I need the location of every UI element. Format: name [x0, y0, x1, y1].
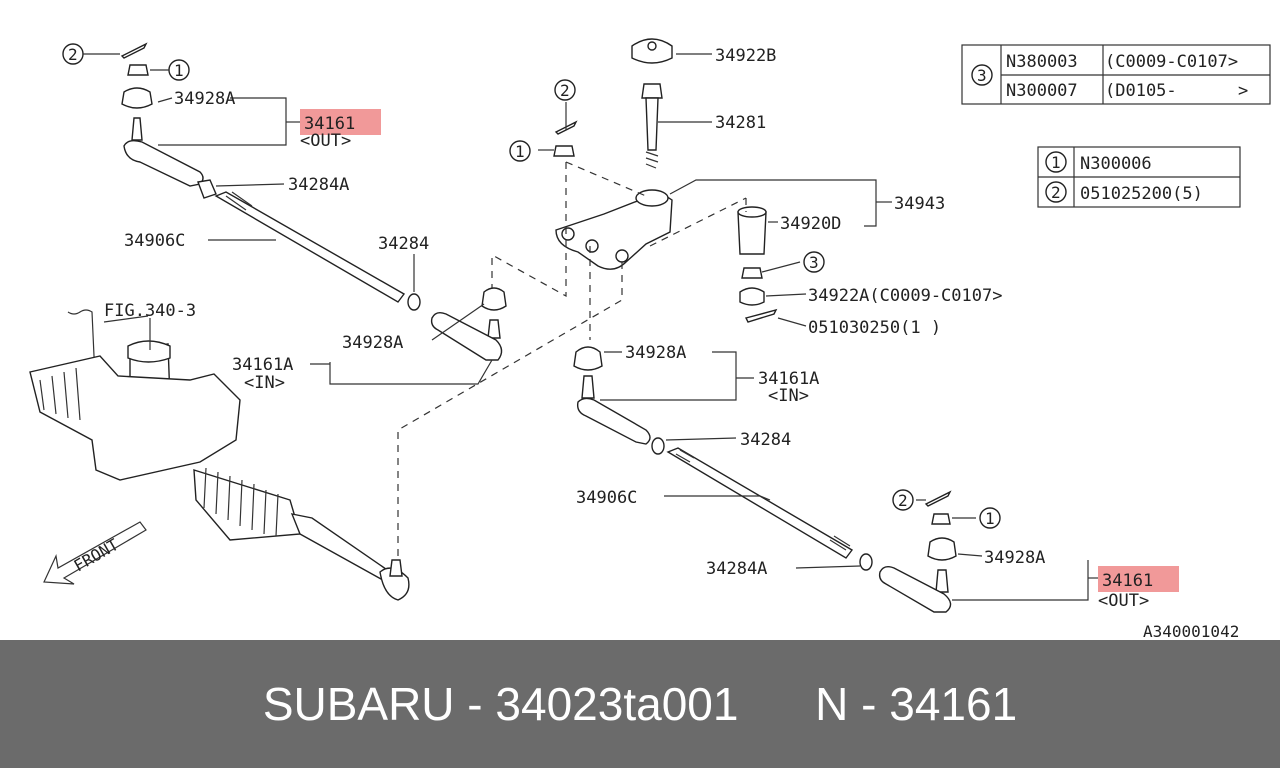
svg-text:3: 3 [977, 66, 987, 85]
label-top-34906C: 34906C [124, 231, 185, 251]
front-arrow-icon [43, 521, 147, 585]
label-right-in: <IN> [768, 386, 809, 406]
svg-text:2: 2 [1051, 183, 1061, 202]
label-right-34906C: 34906C [576, 488, 637, 508]
label-34920D: 34920D [780, 214, 841, 234]
callout-1-center: 1 [509, 140, 531, 162]
part-number: 34023ta001 [495, 678, 739, 730]
n-label: N [815, 678, 849, 730]
parts-diagram: FRONT 34922B 34281 34943 34920D 34922A(C… [29, 38, 1271, 641]
label-fig: FIG.340-3 [104, 301, 196, 321]
label-top-34928A: 34928A [174, 89, 235, 109]
label-mid-34161A: 34161A [232, 355, 293, 375]
svg-text:2: 2 [560, 81, 570, 100]
callout-1-bottom-right: 1 [979, 507, 1001, 529]
tie-rod-end-inner-left [430, 287, 507, 361]
steering-gearbox [29, 309, 410, 601]
callout-2-top-left: 2 [62, 43, 84, 65]
label-mid-in: <IN> [244, 373, 285, 393]
center-linkage [553, 38, 778, 323]
label-right2-34928A: 34928A [984, 548, 1045, 568]
label-top-34161: 34161 [304, 114, 355, 134]
svg-text:1: 1 [515, 142, 525, 161]
callout-2-center: 2 [554, 79, 576, 101]
tie-rod-assembly-right [573, 346, 957, 613]
brand-name: SUBARU [262, 678, 455, 730]
label-34281: 34281 [715, 113, 766, 133]
callout-1-top-left: 1 [168, 59, 190, 81]
label-top-out: <OUT> [300, 131, 351, 151]
svg-text:3: 3 [809, 253, 819, 272]
svg-text:1: 1 [174, 61, 184, 80]
svg-text:2: 2 [898, 491, 908, 510]
table-a-row2-part: N300007 [1006, 81, 1078, 101]
label-right2-34161: 34161 [1102, 571, 1153, 591]
table-a-row1-range: (C0009-C0107> [1105, 52, 1238, 72]
label-top-34284A: 34284A [288, 175, 349, 195]
label-34922B: 34922B [715, 46, 776, 66]
highlight-34161-top [300, 109, 381, 135]
callout-2-bottom-right: 2 [892, 489, 914, 511]
label-right-34284: 34284 [740, 430, 791, 450]
svg-text:2: 2 [68, 45, 78, 64]
front-label: FRONT [71, 535, 123, 576]
label-right-34161A: 34161A [758, 369, 819, 389]
label-top-34284: 34284 [378, 234, 429, 254]
label-right2-out: <OUT> [1098, 591, 1149, 611]
table-b-row1-part: N300006 [1080, 154, 1152, 174]
parts-table-ref-3: 3 N380003 (C0009-C0107> N300007 (D0105- … [961, 44, 1271, 105]
tie-rod-end-outer-top-left [120, 42, 421, 311]
label-34943: 34943 [894, 194, 945, 214]
separator: - [454, 678, 496, 730]
label-right-34284A: 34284A [706, 559, 767, 579]
separator: - [848, 678, 890, 730]
n-value: 34161 [889, 678, 1018, 730]
svg-text:1: 1 [985, 509, 995, 528]
svg-text:1: 1 [1051, 153, 1061, 172]
diagram-code: A340001042 [1143, 622, 1239, 640]
table-a-row1-part: N380003 [1006, 52, 1078, 72]
parts-table-ref-1-2: 1 2 N300006 051025200(5) [1037, 146, 1241, 208]
highlight-34161-bottom [1098, 566, 1179, 592]
label-34922A: 34922A(C0009-C0107> [808, 286, 1002, 306]
table-a-row2-range: (D0105- > [1105, 81, 1248, 101]
label-mid-34928A: 34928A [342, 333, 403, 353]
callout-3-center: 3 [803, 251, 825, 273]
spacer [738, 677, 815, 731]
label-right-34928A: 34928A [625, 343, 686, 363]
label-051030250: 051030250(1 ) [808, 318, 941, 338]
part-info-banner: SUBARU - 34023ta001 N - 34161 [0, 640, 1280, 768]
table-b-row2-part: 051025200(5) [1080, 184, 1203, 204]
